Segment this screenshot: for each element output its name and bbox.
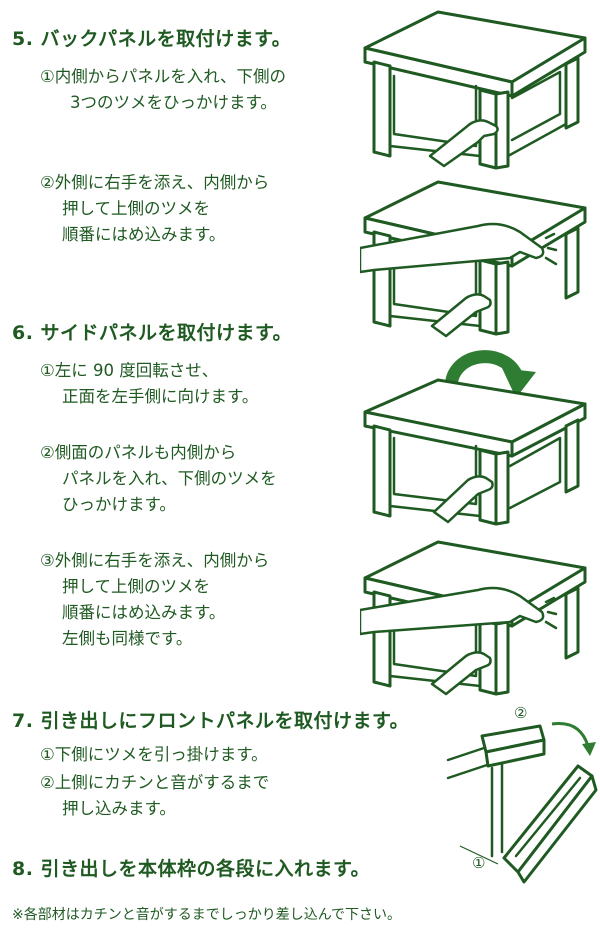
- step6-sub3-line1: ③外側に右手を添え、内側から: [40, 551, 270, 570]
- step5-sub2-line1: ②外側に右手を添え、内側から: [40, 173, 270, 192]
- step7-sub1: ①下側にツメを引っ掛けます。: [40, 745, 268, 764]
- rotate-arrow-icon: [445, 350, 536, 398]
- step6-sub3-line4: 左側も同様です。: [62, 629, 193, 648]
- step5-title: 5. バックパネルを取付けます。: [12, 28, 292, 50]
- step8-title: 8. 引き出しを本体枠の各段に入れます。: [12, 858, 371, 880]
- step5-sub2-line3: 順番にはめ込みます。: [62, 225, 226, 244]
- step7-sub2-line2: 押し込みます。: [62, 799, 176, 818]
- box-frame-icon: [360, 180, 587, 338]
- curved-arrow-icon: [582, 742, 596, 756]
- hand-icon: [360, 586, 545, 636]
- box-frame-icon: [360, 540, 587, 696]
- step6-sub2-line1: ②側面のパネルも内側から: [40, 443, 237, 462]
- step7-sub2-line1: ②上側にカチンと音がするまで: [40, 773, 270, 792]
- step6-sub3-line3: 順番にはめ込みます。: [62, 603, 226, 622]
- step6-sub1-line2: 正面を左手側に向けます。: [62, 387, 259, 406]
- hand-icon: [360, 222, 545, 274]
- box-frame-icon: [363, 10, 587, 170]
- step6-title: 6. サイドパネルを取付けます。: [12, 322, 293, 344]
- drawer-label-bottom: ①: [472, 854, 486, 872]
- step6-sub2-line2: パネルを入れ、下側のツメを: [62, 469, 277, 488]
- box-frame-icon: [363, 378, 587, 526]
- step7-title: 7. 引き出しにフロントパネルを取付けます。: [12, 710, 410, 732]
- step5-sub1-line1: ①内側からパネルを入れ、下側の: [40, 67, 286, 86]
- hand-icon: [430, 651, 492, 696]
- step6-sub1-line1: ①左に 90 度回転させ、: [40, 361, 219, 380]
- step5-sub1-line2: 3つのツメをひっかけます。: [70, 93, 277, 112]
- step6-sub3-line2: 押して上側のツメを: [62, 577, 211, 596]
- drawer-label-top: ②: [514, 704, 528, 722]
- step6-sub2-line3: ひっかけます。: [62, 495, 176, 514]
- hand-icon: [430, 293, 492, 338]
- footnote: ※各部材はカチンと音がするまでしっかり差し込んで下さい。: [12, 907, 402, 923]
- step5-sub2-line2: 押して上側のツメを: [62, 199, 211, 218]
- hand-icon: [428, 119, 499, 168]
- drawer-panel-icon: [446, 721, 598, 884]
- hand-icon: [432, 475, 494, 524]
